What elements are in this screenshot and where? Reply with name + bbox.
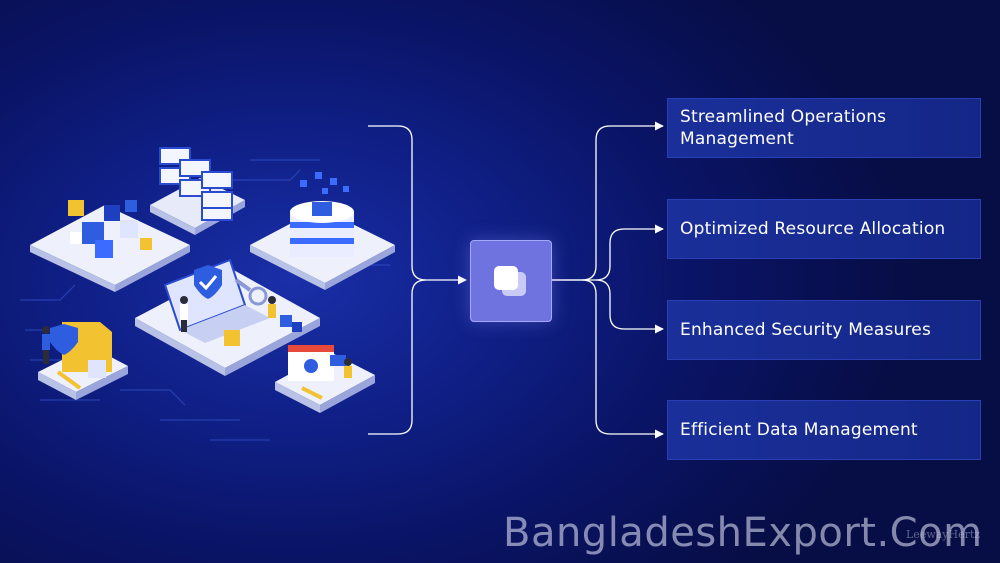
output-label: Efficient Data Management — [680, 420, 918, 440]
person-figure — [180, 296, 188, 332]
output-connectors — [552, 121, 664, 439]
blocks-platform — [30, 200, 190, 292]
hub-copy-icon-front — [494, 266, 518, 290]
output-card-operations: Streamlined Operations Management — [667, 98, 981, 158]
person-figure — [42, 326, 50, 364]
database-icon — [290, 201, 354, 257]
watermark: BangladeshExport.Com — [503, 510, 983, 556]
laptop-platform — [135, 258, 320, 376]
person-figure — [344, 358, 352, 378]
folder-lock-platform — [38, 322, 128, 400]
person-figure — [268, 296, 276, 318]
output-card-data: Efficient Data Management — [667, 400, 981, 460]
central-hub — [470, 240, 552, 322]
output-label: Optimized Resource Allocation — [680, 219, 946, 239]
database-platform — [250, 172, 395, 290]
browser-window-icon — [288, 345, 334, 381]
server-icon — [159, 147, 233, 221]
browser-platform — [275, 345, 375, 413]
output-card-security: Enhanced Security Measures — [667, 300, 981, 360]
output-label: Streamlined Operations Management — [680, 107, 887, 149]
output-label: Enhanced Security Measures — [680, 320, 932, 340]
shield-check-icon — [194, 265, 222, 299]
folder-lock-icon — [50, 322, 112, 372]
credit-logo-text: LeewayHertz — [906, 528, 981, 541]
server-racks — [150, 147, 245, 235]
output-card-resources: Optimized Resource Allocation — [667, 199, 981, 259]
input-connector — [368, 125, 467, 435]
